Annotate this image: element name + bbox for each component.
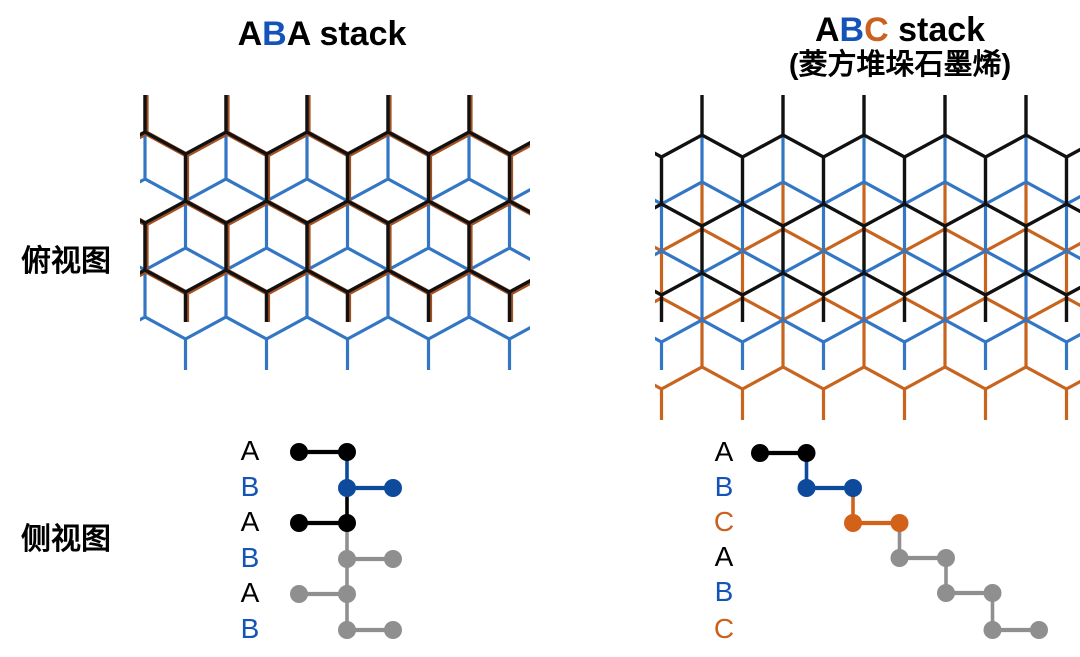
- lattice-layer-A-black: [655, 95, 1080, 322]
- title-aba-letters: ABA: [238, 15, 310, 53]
- abc-top-view-lattice: [655, 95, 1080, 420]
- atom-dot-layer-B: [384, 621, 402, 639]
- atom-dot-layer-A: [751, 444, 769, 462]
- layer-label-B: B: [714, 471, 734, 502]
- title-aba: ABA stack: [142, 15, 502, 53]
- atom-dot-layer-B: [384, 479, 402, 497]
- title-letter-A: A: [286, 15, 310, 53]
- layer-label-C: C: [713, 506, 735, 537]
- atom-dot-layer-B: [338, 621, 356, 639]
- lattice-layer-C-orange: [655, 182, 1080, 420]
- lattice-layer-A-black: [140, 95, 530, 322]
- side-view-label: 侧视图: [21, 523, 111, 556]
- abc-side-view: [751, 444, 1048, 639]
- atom-dot-layer-A: [290, 514, 308, 532]
- atom-dot-layer-B: [797, 479, 816, 497]
- aba-side-view: [290, 443, 402, 639]
- title-letter-B: B: [839, 11, 865, 49]
- layer-label-A: A: [240, 506, 260, 537]
- atom-dot-layer-A: [937, 549, 955, 567]
- atom-dot-layer-C: [844, 514, 862, 532]
- atom-dot-layer-A: [338, 585, 356, 603]
- atom-dot-layer-C: [983, 621, 1002, 639]
- atom-dot-layer-B: [338, 550, 356, 568]
- atom-dot-layer-B: [983, 584, 1002, 602]
- atom-dot-layer-B: [384, 550, 402, 568]
- title-letter-B: B: [262, 15, 287, 53]
- aba-top-view-lattice: [140, 95, 530, 370]
- atom-dot-layer-A: [338, 514, 356, 532]
- layer-label-B: B: [714, 576, 734, 607]
- atom-dot-layer-B: [844, 479, 862, 497]
- layer-label-B: B: [240, 613, 260, 644]
- title-abc: ABC stack (菱方堆垛石墨烯): [712, 11, 1080, 82]
- title-letter-A: A: [814, 11, 840, 49]
- atom-dot-layer-B: [937, 584, 955, 602]
- atom-dot-layer-C: [1030, 621, 1048, 639]
- title-aba-suffix: stack: [310, 15, 407, 53]
- title-letter-C: C: [864, 11, 889, 49]
- atom-dot-layer-A: [338, 443, 356, 461]
- title-abc-subtitle: (菱方堆垛石墨烯): [788, 49, 1012, 82]
- lattice-layer-B-blue: [655, 135, 1080, 370]
- layer-label-A: A: [714, 436, 734, 467]
- layer-label-A: A: [240, 435, 260, 466]
- atom-dot-layer-A: [797, 444, 816, 462]
- atom-dot-layer-A: [290, 443, 308, 461]
- atom-dot-layer-A: [890, 549, 909, 567]
- lattice-layer-A2-underlay: [140, 95, 530, 322]
- title-letter-A: A: [237, 15, 263, 53]
- layer-label-C: C: [713, 613, 735, 644]
- layer-label-A: A: [714, 541, 734, 572]
- atom-dot-layer-B: [338, 479, 356, 497]
- layer-label-B: B: [240, 542, 260, 573]
- atom-dot-layer-A: [290, 585, 308, 603]
- layer-label-A: A: [240, 577, 260, 608]
- top-view-label: 俯视图: [21, 245, 111, 278]
- title-abc-line1: ABC stack: [712, 11, 1080, 49]
- layer-label-B: B: [240, 471, 260, 502]
- title-abc-letters: ABC: [815, 11, 889, 49]
- atom-dot-layer-C: [890, 514, 909, 532]
- title-abc-suffix: stack: [888, 11, 986, 49]
- lattice-layer-B-blue: [140, 132, 530, 370]
